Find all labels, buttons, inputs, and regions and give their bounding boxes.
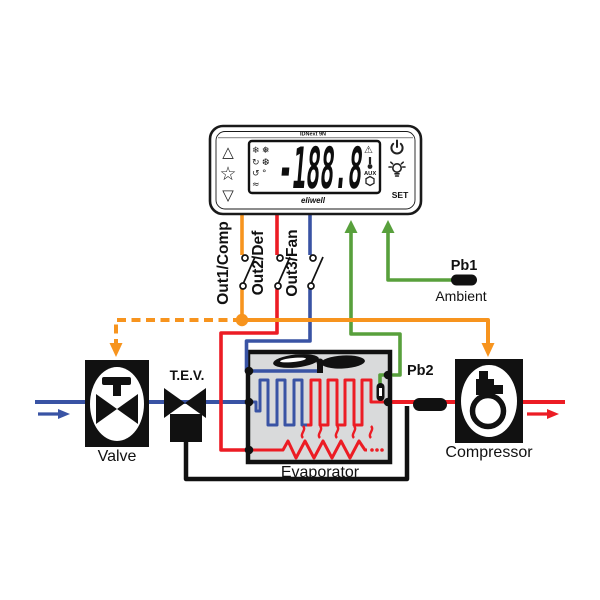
out1-label: Out1/Comp	[215, 221, 232, 305]
frost-icon: ❅	[262, 146, 270, 156]
fan-icon	[273, 354, 365, 373]
hexagon-icon	[365, 175, 375, 187]
pb2-wire	[344, 220, 402, 384]
ambient-label: Ambient	[435, 288, 486, 304]
eliwell-logo: eliwell	[301, 196, 326, 205]
lcd-display	[247, 139, 382, 195]
tev-symbol	[164, 388, 206, 442]
degree-icon: °	[262, 169, 267, 179]
wave-icon: ≈	[252, 180, 260, 190]
relay-switch-out2	[274, 254, 291, 290]
down-button[interactable]: ▽	[222, 186, 234, 204]
pb2-probe	[376, 383, 385, 401]
controller-panel: IDNext 9N -188.8 ❄ ❅ ↻ ❆ ↺ ° ≈ ⚠ AUX eli…	[208, 124, 423, 216]
controller-model-label: IDNext 9N	[300, 132, 326, 138]
pb1-label: Pb1	[451, 258, 478, 274]
relay-switch-out1	[239, 254, 256, 290]
relay-switch-out3	[307, 254, 324, 290]
compressor-label: Compressor	[445, 444, 533, 461]
pb1-arrow-icon	[381, 220, 395, 233]
fan-status-icon: ❆	[262, 158, 270, 168]
wire-junction-dot	[235, 313, 249, 327]
up-button[interactable]: △	[222, 143, 234, 161]
outlet-flow-arrow	[527, 409, 559, 419]
favorite-button[interactable]: ☆	[219, 163, 236, 185]
out2-label: Out2/Def	[250, 230, 267, 295]
set-button[interactable]: SET	[392, 190, 409, 200]
pb1-probe	[451, 274, 477, 286]
aux-label: AUX	[364, 171, 376, 177]
out1-orange-bus	[109, 313, 495, 357]
heat-waves-icon	[300, 425, 374, 439]
inlet-flow-arrow	[38, 409, 70, 419]
evaporator-label: Evaporator	[281, 464, 360, 481]
pb1-wire	[381, 220, 452, 282]
capillary-line	[183, 406, 410, 482]
valve-label: Valve	[98, 448, 137, 465]
valve-box	[85, 360, 149, 447]
light-bulb-icon	[392, 163, 402, 173]
power-icon	[390, 142, 404, 155]
compressor-box	[455, 359, 523, 443]
lcd-status-icons: ❄ ❅ ↻ ❆ ↺ ° ≈	[252, 146, 270, 190]
defrost-heater	[250, 439, 384, 460]
cycle-icon: ↺	[252, 169, 260, 179]
pb2-label: Pb2	[407, 363, 434, 379]
tev-label: T.E.V.	[170, 368, 205, 383]
tev-sensing-bulb	[413, 398, 447, 411]
pb2-arrow-icon	[344, 220, 358, 233]
junction-dots	[244, 366, 393, 455]
out3-wire-route	[244, 289, 317, 373]
valve-icon	[96, 377, 138, 424]
power-button[interactable]	[390, 139, 404, 155]
alarm-icon: ⚠	[364, 145, 373, 156]
out3-label: Out3/Fan	[284, 229, 301, 296]
evaporator-coil-cold	[250, 378, 307, 427]
thermometer-icon	[367, 157, 373, 169]
compressor-icon	[469, 371, 507, 430]
evaporator-coil-warm	[307, 378, 388, 427]
lcd-display-value: -188.8	[276, 136, 366, 202]
compressor-control-arrow-icon	[481, 343, 495, 357]
snowflake-icon: ❄	[252, 146, 260, 156]
valve-control-arrow-icon	[109, 343, 123, 357]
defrost-icon: ↻	[252, 158, 260, 168]
light-button[interactable]	[388, 161, 406, 177]
